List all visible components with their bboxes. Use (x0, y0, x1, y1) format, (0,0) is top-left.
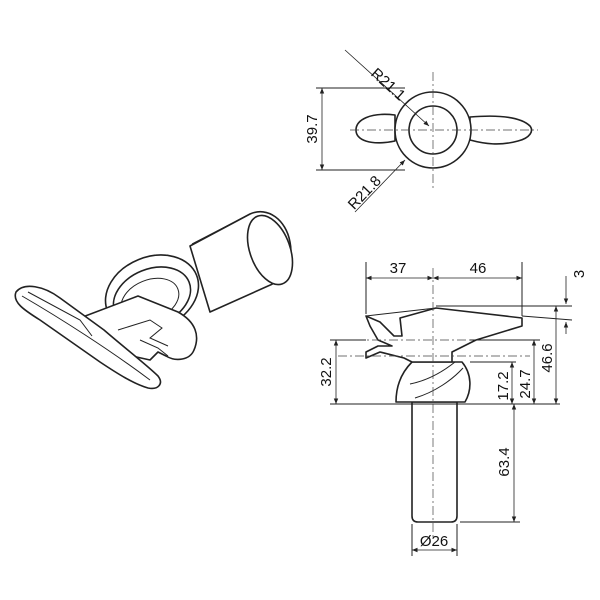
iso-fork-slot (117, 319, 169, 347)
front-view-shaft (411, 401, 458, 523)
shaft-length-label: 63.4 (496, 447, 513, 476)
front-view-cam-curve (409, 361, 464, 399)
top-view-height-label: 39.7 (304, 114, 321, 143)
width-left-label: 37 (390, 260, 407, 277)
height-a-label: 17.2 (495, 371, 512, 400)
iso-t-handle-edge-2 (27, 291, 93, 337)
iso-shaft-end (246, 214, 294, 286)
top-view-leader-r-upper (344, 49, 430, 127)
iso-t-handle-edge (21, 295, 151, 381)
top-offset-label: 3 (571, 270, 588, 278)
shaft-diameter-label: Ø26 (420, 533, 448, 550)
isometric-view (14, 210, 294, 390)
width-right-label: 46 (470, 260, 487, 277)
front-view: 37 46 3 46.6 24.7 17.2 32.2 63.4 Ø26 (318, 260, 588, 556)
top-view-leader-r-lower (354, 159, 406, 213)
height-left-label: 32.2 (318, 357, 335, 386)
top-view-right-wing (469, 115, 533, 145)
iso-t-handle (14, 285, 162, 390)
top-view-left-wing (355, 113, 396, 144)
iso-shaft-edge (191, 213, 251, 245)
top-view-radius-lower-label: R21.8 (345, 173, 385, 214)
ext-top-tip (521, 315, 573, 321)
height-total-label: 46.6 (539, 343, 556, 372)
iso-fork-slot-2 (139, 339, 169, 357)
front-view-head (365, 307, 523, 363)
top-view-radius-upper-label: R21.1 (367, 65, 408, 104)
top-view: 39.7 R21.1 R21.8 (304, 49, 538, 214)
front-view-top-edge (365, 307, 437, 317)
height-b-label: 24.7 (517, 369, 534, 398)
